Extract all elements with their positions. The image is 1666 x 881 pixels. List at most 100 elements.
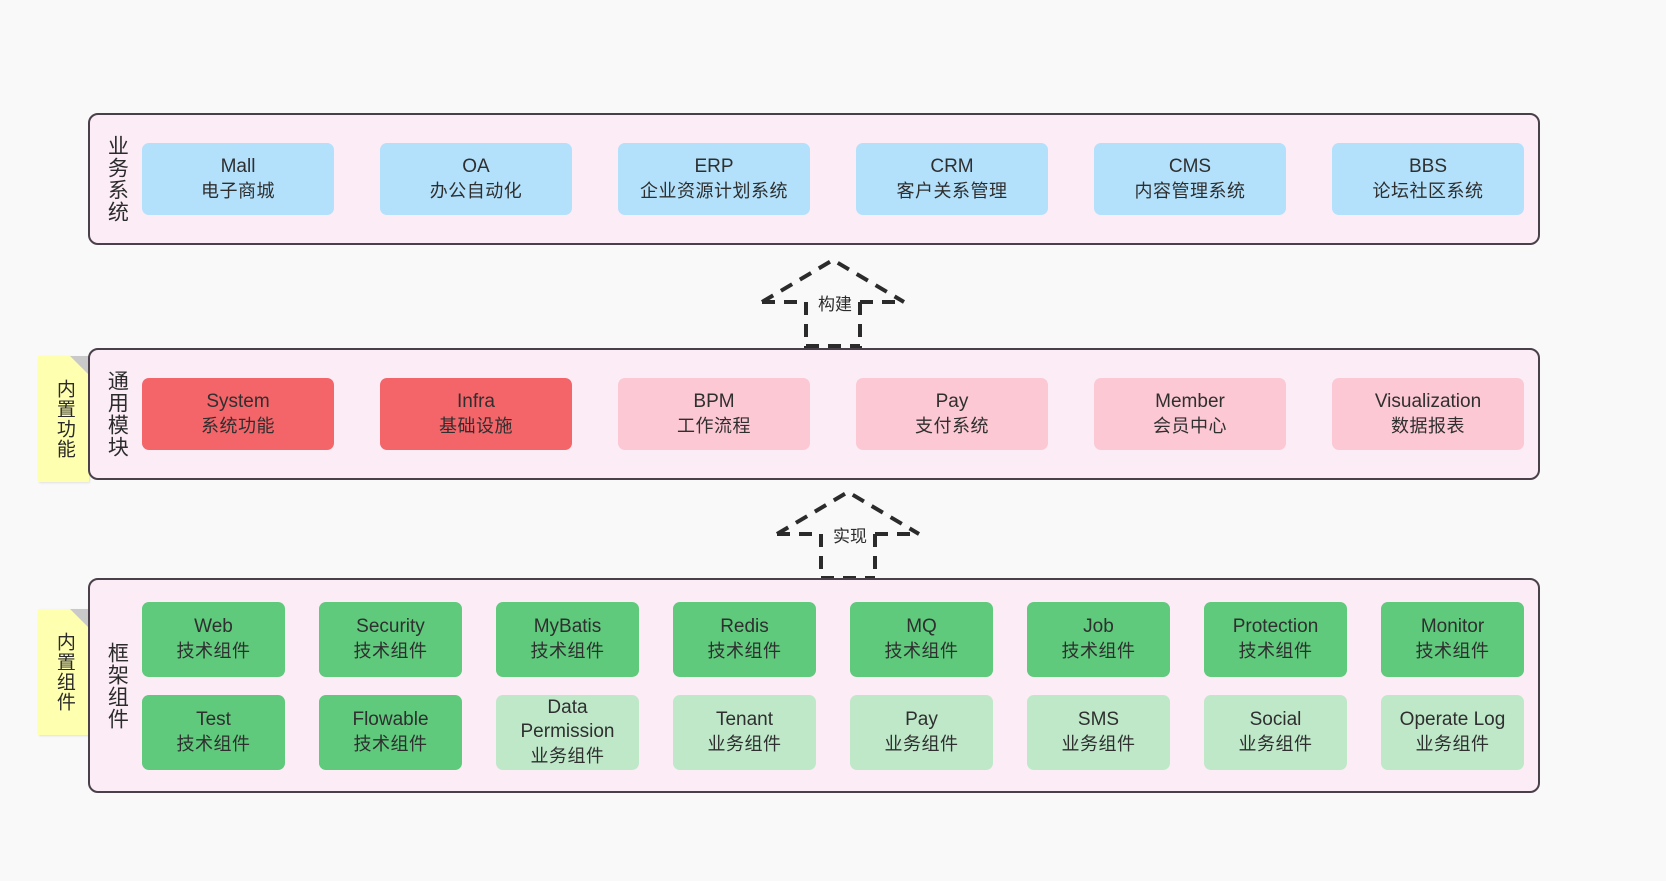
card-title-cn: 业务组件 [530, 746, 605, 766]
card-title-cn: 技术组件 [1061, 640, 1136, 661]
card-row: System 系统功能 Infra 基础设施 BPM 工作流程 Pay 支付系统… [142, 378, 1524, 450]
connector-build: 构建 [748, 252, 918, 348]
layer-title-common-module: 通用模块 [105, 370, 129, 458]
card-title-en: MQ [906, 615, 937, 637]
card-title-en: SMS [1077, 708, 1120, 730]
card-cms[interactable]: CMS 内容管理系统 [1094, 143, 1286, 215]
card-title-cn: 业务组件 [1061, 733, 1136, 754]
layer-title-framework-component: 框架组件 [105, 641, 129, 730]
card-title-en: Infra [456, 390, 496, 412]
card-row: Test 技术组件 Flowable 技术组件 Data Permission … [142, 694, 1524, 770]
sticky-fold-corner-icon [70, 609, 89, 628]
layer-framework-component: 框架组件 Web 技术组件 Security 技术组件 MyBatis 技术组件… [88, 578, 1540, 793]
card-title-cn: 内容管理系统 [1134, 180, 1246, 201]
card-title-cn: 业务组件 [884, 733, 959, 754]
card-title-cn: 客户关系管理 [896, 180, 1008, 201]
card-tenant[interactable]: Tenant 业务组件 [673, 694, 816, 770]
card-row: Mall 电子商城 OA 办公自动化 ERP 企业资源计划系统 CRM 客户关系… [142, 143, 1524, 215]
card-title-en: Web [194, 615, 233, 637]
card-title-en: Tenant [715, 708, 774, 730]
connector-build-label: 构建 [818, 295, 852, 314]
card-title-cn: 技术组件 [1415, 640, 1490, 661]
build-arrow-icon [760, 257, 906, 348]
card-title-cn: 业务组件 [1238, 733, 1313, 754]
card-title-en: Data Permission [520, 696, 615, 743]
sticky-note-builtin-component: 内置组件 [38, 609, 89, 735]
card-data-permission[interactable]: Data Permission 业务组件 [496, 694, 639, 770]
card-title-cn: 技术组件 [1238, 640, 1313, 661]
card-monitor[interactable]: Monitor 技术组件 [1381, 601, 1524, 677]
card-social[interactable]: Social 业务组件 [1204, 694, 1347, 770]
layer-business-system: 业务系统 Mall 电子商城 OA 办公自动化 ERP 企业资源计划系统 CRM [88, 113, 1540, 245]
card-title-en: Security [356, 615, 425, 637]
card-title-en: CRM [930, 155, 974, 177]
card-mybatis[interactable]: MyBatis 技术组件 [496, 601, 639, 677]
card-title-cn: 技术组件 [530, 640, 605, 661]
card-member[interactable]: Member 会员中心 [1094, 378, 1286, 450]
card-title-cn: 技术组件 [176, 640, 251, 661]
card-title-cn: 企业资源计划系统 [640, 180, 788, 201]
card-web[interactable]: Web 技术组件 [142, 601, 285, 677]
card-visualization[interactable]: Visualization 数据报表 [1332, 378, 1524, 450]
card-infra[interactable]: Infra 基础设施 [380, 378, 572, 450]
card-test[interactable]: Test 技术组件 [142, 694, 285, 770]
card-title-en: Redis [720, 615, 769, 637]
sticky-note-label: 内置功能 [53, 379, 75, 459]
connector-implement-label: 实现 [833, 527, 867, 546]
card-crm[interactable]: CRM 客户关系管理 [856, 143, 1048, 215]
card-title-en: Member [1155, 390, 1225, 412]
card-row: Web 技术组件 Security 技术组件 MyBatis 技术组件 Redi… [142, 601, 1524, 677]
implement-arrow-icon [775, 489, 921, 580]
card-title-en: BPM [693, 390, 735, 412]
card-title-en: Job [1083, 615, 1114, 637]
card-mq[interactable]: MQ 技术组件 [850, 601, 993, 677]
sticky-note-label: 内置组件 [53, 632, 75, 712]
card-system[interactable]: System 系统功能 [142, 378, 334, 450]
card-operate-log[interactable]: Operate Log 业务组件 [1381, 694, 1524, 770]
card-title-cn: 技术组件 [884, 640, 959, 661]
card-title-en: Visualization [1374, 390, 1482, 412]
card-title-en: Monitor [1420, 615, 1485, 637]
card-title-cn: 数据报表 [1391, 415, 1465, 436]
card-title-en: Protection [1232, 615, 1319, 637]
card-title-en: OA [462, 155, 490, 177]
layer-common-module: 通用模块 System 系统功能 Infra 基础设施 BPM 工作流程 Pay [88, 348, 1540, 480]
card-title-cn: 技术组件 [353, 640, 428, 661]
layer-body-framework-component: Web 技术组件 Security 技术组件 MyBatis 技术组件 Redi… [142, 580, 1538, 791]
card-title-en: Mall [220, 155, 256, 177]
card-security[interactable]: Security 技术组件 [319, 601, 462, 677]
layer-body-common-module: System 系统功能 Infra 基础设施 BPM 工作流程 Pay 支付系统… [142, 350, 1538, 478]
card-title-cn: 技术组件 [353, 733, 428, 754]
card-title-cn: 工作流程 [677, 415, 751, 436]
card-title-en: Flowable [352, 708, 429, 730]
card-title-en: MyBatis [533, 615, 602, 637]
card-title-cn: 会员中心 [1153, 415, 1227, 436]
layer-body-business-system: Mall 电子商城 OA 办公自动化 ERP 企业资源计划系统 CRM 客户关系… [142, 115, 1538, 243]
card-title-en: Pay [935, 390, 969, 412]
card-protection[interactable]: Protection 技术组件 [1204, 601, 1347, 677]
card-redis[interactable]: Redis 技术组件 [673, 601, 816, 677]
card-title-en: System [206, 390, 270, 412]
card-title-en: Social [1249, 708, 1302, 730]
card-title-cn: 技术组件 [707, 640, 782, 661]
card-mall[interactable]: Mall 电子商城 [142, 143, 334, 215]
card-title-en: ERP [694, 155, 734, 177]
card-title-cn: 电子商城 [201, 180, 275, 201]
card-flowable[interactable]: Flowable 技术组件 [319, 694, 462, 770]
card-job[interactable]: Job 技术组件 [1027, 601, 1170, 677]
card-title-en: Test [196, 708, 231, 730]
card-title-cn: 业务组件 [1415, 733, 1490, 754]
connector-implement: 实现 [763, 484, 933, 580]
card-oa[interactable]: OA 办公自动化 [380, 143, 572, 215]
card-title-cn: 支付系统 [915, 415, 989, 436]
card-pay-business[interactable]: Pay 业务组件 [850, 694, 993, 770]
sticky-note-builtin-function: 内置功能 [38, 356, 89, 482]
layer-title-business-system: 业务系统 [105, 135, 129, 223]
card-erp[interactable]: ERP 企业资源计划系统 [618, 143, 810, 215]
card-pay[interactable]: Pay 支付系统 [856, 378, 1048, 450]
card-bpm[interactable]: BPM 工作流程 [618, 378, 810, 450]
card-sms[interactable]: SMS 业务组件 [1027, 694, 1170, 770]
sticky-fold-corner-icon [70, 356, 89, 375]
card-bbs[interactable]: BBS 论坛社区系统 [1332, 143, 1524, 215]
card-title-en: CMS [1168, 155, 1212, 177]
